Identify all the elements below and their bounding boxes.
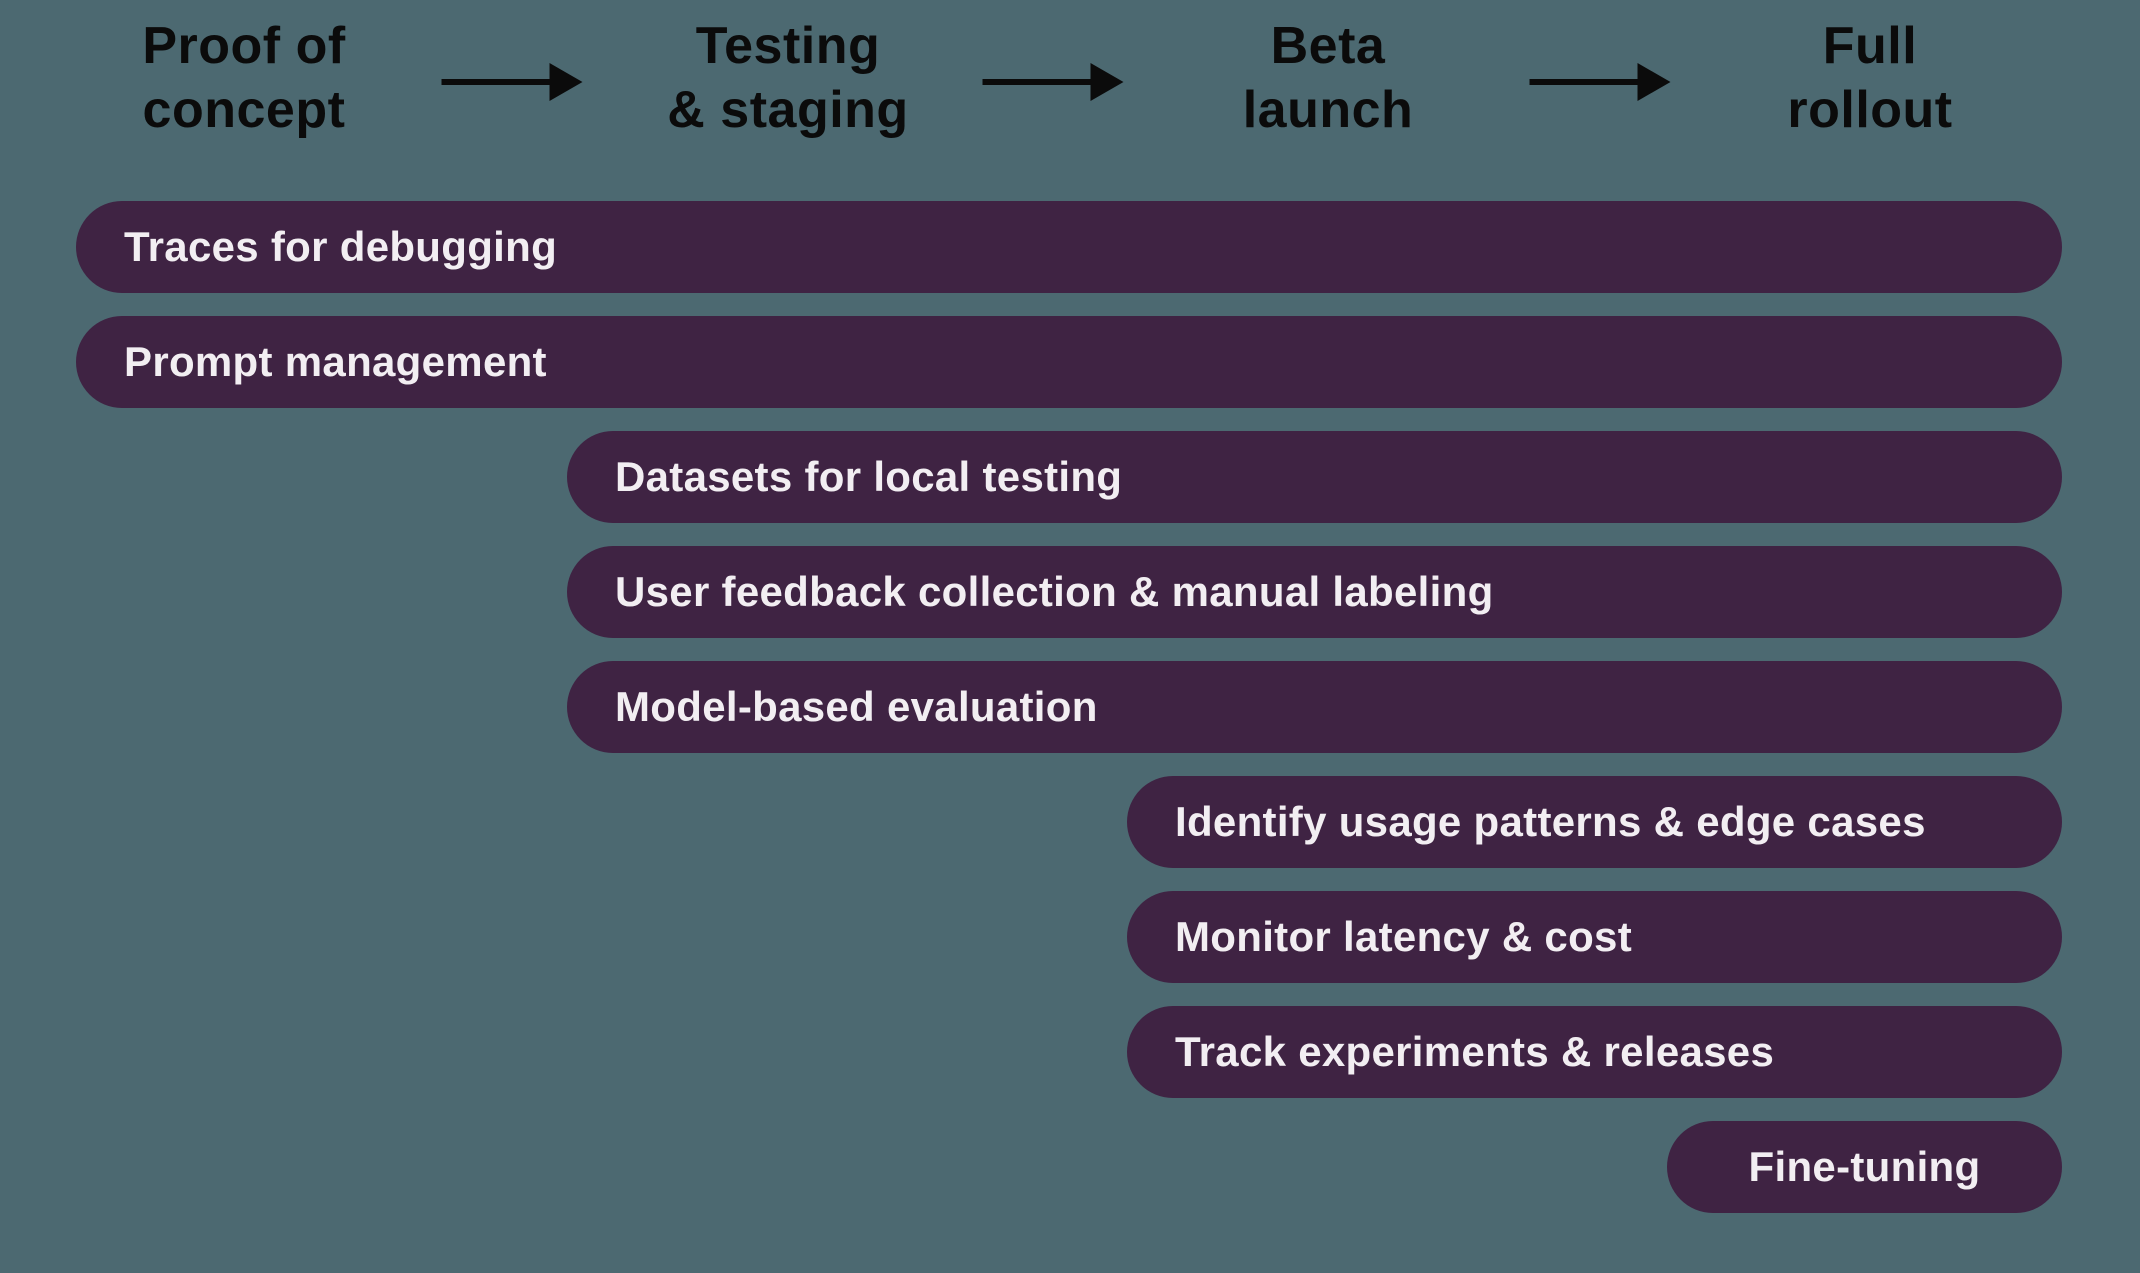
- stage-label-line2: launch: [1242, 81, 1414, 139]
- bar-label: Fine-tuning: [1748, 1143, 1981, 1190]
- right-arrow-icon: [982, 63, 1124, 101]
- bar-traces-for-debugging: Traces for debugging: [76, 201, 2062, 293]
- bar-model-based-evaluation: Model-based evaluation: [567, 661, 2062, 753]
- arrow-line: [441, 79, 550, 85]
- stage-label-line1: Full: [1822, 17, 1918, 75]
- bar-track-experiments-releases: Track experiments & releases: [1127, 1006, 2062, 1098]
- right-arrow-icon: [441, 63, 583, 101]
- bar-user-feedback-collection-manual-labeling: User feedback collection & manual labeli…: [567, 546, 2062, 638]
- bar-fine-tuning: Fine-tuning: [1667, 1121, 2062, 1213]
- bar-datasets-for-local-testing: Datasets for local testing: [567, 431, 2062, 523]
- bar-label: Datasets for local testing: [615, 453, 1123, 500]
- stage-label-line1: Testing: [695, 17, 881, 75]
- stage-label-testing-staging: Testing & staging: [667, 14, 908, 142]
- bar-label: Prompt management: [124, 338, 547, 385]
- stage-label-line2: concept: [142, 81, 346, 139]
- stage-label-full-rollout: Full rollout: [1787, 14, 1952, 142]
- bar-label: Identify usage patterns & edge cases: [1175, 798, 1926, 845]
- bar-prompt-management: Prompt management: [76, 316, 2062, 408]
- arrow-line: [982, 79, 1091, 85]
- bar-label: Monitor latency & cost: [1175, 913, 1632, 960]
- stage-label-line2: rollout: [1787, 81, 1953, 139]
- bar-label: User feedback collection & manual labeli…: [615, 568, 1494, 615]
- arrow-line: [1529, 79, 1638, 85]
- stage-label-beta-launch: Beta launch: [1243, 14, 1414, 142]
- bar-label: Track experiments & releases: [1175, 1028, 1775, 1075]
- stage-label-proof-of-concept: Proof of concept: [142, 14, 345, 142]
- stage-label-line2: & staging: [667, 81, 909, 139]
- bar-monitor-latency-cost: Monitor latency & cost: [1127, 891, 2062, 983]
- stage-label-line1: Proof of: [142, 17, 346, 75]
- stage-label-line1: Beta: [1270, 17, 1386, 75]
- right-arrow-icon: [1529, 63, 1671, 101]
- bar-identify-usage-patterns-edge-cases: Identify usage patterns & edge cases: [1127, 776, 2062, 868]
- arrow-head: [549, 63, 583, 101]
- arrow-head: [1637, 63, 1671, 101]
- bar-label: Model-based evaluation: [615, 683, 1098, 730]
- arrow-head: [1090, 63, 1124, 101]
- bar-label: Traces for debugging: [124, 223, 558, 270]
